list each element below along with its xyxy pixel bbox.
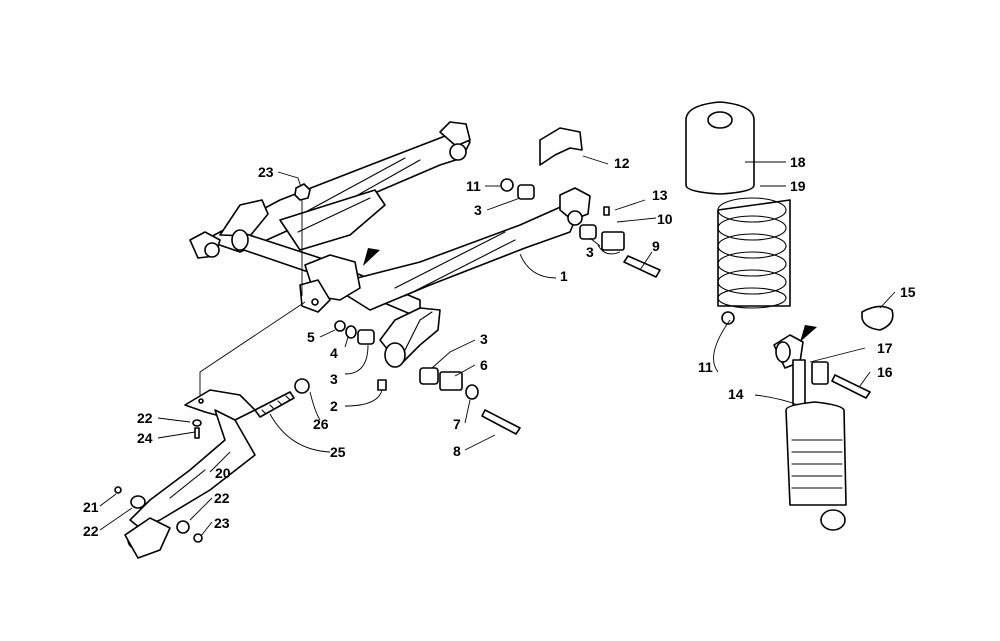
callout-labels: 1 2 3 3 3 3 4 5 6 7 8 9 10 11 11 12 13 1…	[83, 154, 916, 539]
main-rail-arm	[299, 187, 591, 368]
callout-1: 1	[560, 268, 568, 284]
callout-3c: 3	[330, 371, 338, 387]
idler-arm-assembly	[114, 389, 256, 559]
upper-rear-arm	[189, 121, 471, 259]
callout-9: 9	[652, 238, 660, 254]
callout-25: 25	[330, 444, 346, 460]
callout-20: 20	[215, 465, 231, 481]
callout-4: 4	[330, 345, 338, 361]
callout-23b: 23	[214, 515, 230, 531]
callout-22b: 22	[214, 490, 230, 506]
callout-22c: 22	[83, 523, 99, 539]
callout-13: 13	[652, 187, 668, 203]
shock-absorber-group	[685, 101, 894, 531]
callout-10: 10	[657, 211, 673, 227]
left-hardware	[334, 320, 521, 435]
nut-23-top	[294, 183, 311, 201]
callout-11b: 11	[698, 359, 713, 375]
callout-15: 15	[900, 284, 916, 300]
callout-3a: 3	[474, 202, 482, 218]
callout-18: 18	[790, 154, 806, 170]
callout-3b: 3	[586, 244, 594, 260]
callout-16: 16	[877, 364, 893, 380]
callout-12: 12	[614, 155, 630, 171]
callout-6: 6	[480, 357, 488, 373]
callout-5: 5	[307, 329, 315, 345]
callout-21: 21	[83, 499, 99, 515]
callout-8: 8	[453, 443, 461, 459]
right-hardware	[500, 127, 661, 278]
callout-23a: 23	[258, 164, 274, 180]
callout-7: 7	[453, 416, 461, 432]
callout-11a: 11	[466, 178, 481, 194]
callout-24: 24	[137, 430, 153, 446]
direction-arrows	[363, 248, 817, 342]
callout-3d: 3	[480, 331, 488, 347]
callout-2: 2	[330, 398, 338, 414]
callout-19: 19	[790, 178, 806, 194]
callout-26: 26	[313, 416, 329, 432]
callout-22a: 22	[137, 410, 153, 426]
adjuster-bolt	[254, 378, 310, 418]
callout-14: 14	[728, 386, 744, 402]
callout-17: 17	[877, 340, 893, 356]
